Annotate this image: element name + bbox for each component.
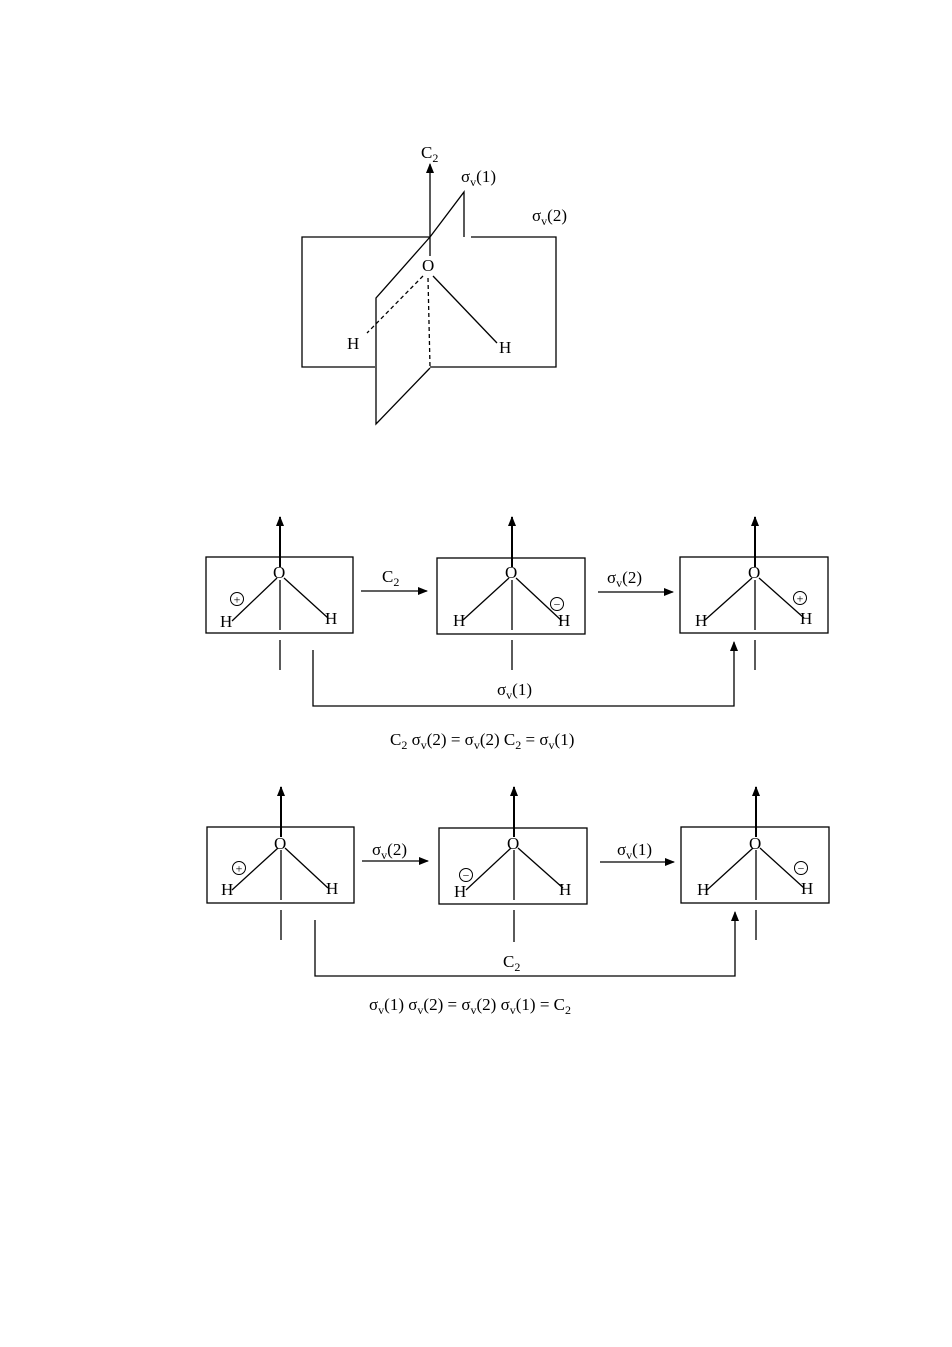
projection-line	[427, 277, 431, 368]
atom-h: H	[558, 611, 570, 630]
row1-box-2: O H H −	[436, 516, 586, 670]
atom-h: H	[697, 880, 709, 899]
sigma-v2-plane	[301, 236, 557, 368]
atom-o: O	[748, 563, 760, 582]
row1-box-1: O H H +	[205, 516, 354, 670]
op-label: σv(1)	[617, 840, 652, 862]
atom-h: H	[326, 879, 338, 898]
atom-o: O	[273, 563, 285, 582]
charge-sign: −	[463, 869, 470, 883]
op-label: σv(2)	[607, 568, 642, 590]
sigma-v2-label: σv(2)	[532, 206, 567, 228]
op-label: C2	[503, 952, 520, 974]
atom-h: H	[695, 611, 707, 630]
bond-oh-left	[366, 275, 424, 334]
atom-h-left: H	[347, 334, 359, 353]
atom-h-right: H	[499, 338, 511, 357]
op-label: C2	[382, 567, 399, 589]
charge-sign: +	[236, 862, 243, 876]
equation-2: σv(1) σv(2) = σv(2) σv(1) = C2	[369, 995, 571, 1017]
charge-circle	[550, 597, 564, 611]
atom-h: H	[454, 882, 466, 901]
atom-h: H	[801, 879, 813, 898]
charge-sign: −	[798, 862, 805, 876]
atom-o: O	[749, 834, 761, 853]
atom-h: H	[453, 611, 465, 630]
charge-circle	[459, 868, 473, 882]
water-molecule-3d: C2 σv(1) σv(2) O H H	[301, 143, 567, 426]
row1-sequence: O H H + C2 O H H − σv(2)	[205, 516, 829, 752]
charge-circle	[230, 592, 244, 606]
c2-axis-label: C2	[421, 143, 438, 165]
atom-o: O	[274, 834, 286, 853]
row2-box-1: O H H +	[206, 786, 355, 940]
bond-oh-right	[432, 275, 498, 344]
atom-h: H	[220, 612, 232, 631]
combined-op-bracket	[314, 911, 739, 977]
charge-circle	[232, 861, 246, 875]
sigma-v1-plane	[375, 190, 465, 426]
combined-op-bracket	[312, 641, 738, 707]
atom-o: O	[507, 834, 519, 853]
charge-sign: −	[554, 598, 561, 612]
row2-box-3: H O H −	[680, 786, 830, 940]
atom-h: H	[559, 880, 571, 899]
op-label: σv(2)	[372, 840, 407, 862]
atom-h: H	[800, 609, 812, 628]
row1-box-3: O H H +	[679, 516, 829, 670]
charge-sign: +	[797, 592, 804, 606]
atom-o: O	[422, 256, 434, 275]
atom-o: O	[505, 563, 517, 582]
equation-1: C2 σv(2) = σv(2) C2 = σv(1)	[390, 730, 574, 752]
row2-sequence: O H H + σv(2) O H H − σv(1)	[206, 786, 830, 1017]
op-label: σv(1)	[497, 680, 532, 702]
charge-circle	[793, 591, 807, 605]
charge-circle	[794, 861, 808, 875]
atom-h: H	[221, 880, 233, 899]
charge-sign: +	[234, 593, 241, 607]
atom-h: H	[325, 609, 337, 628]
row2-box-2: O H H −	[438, 786, 588, 942]
sigma-v1-label: σv(1)	[461, 167, 496, 189]
